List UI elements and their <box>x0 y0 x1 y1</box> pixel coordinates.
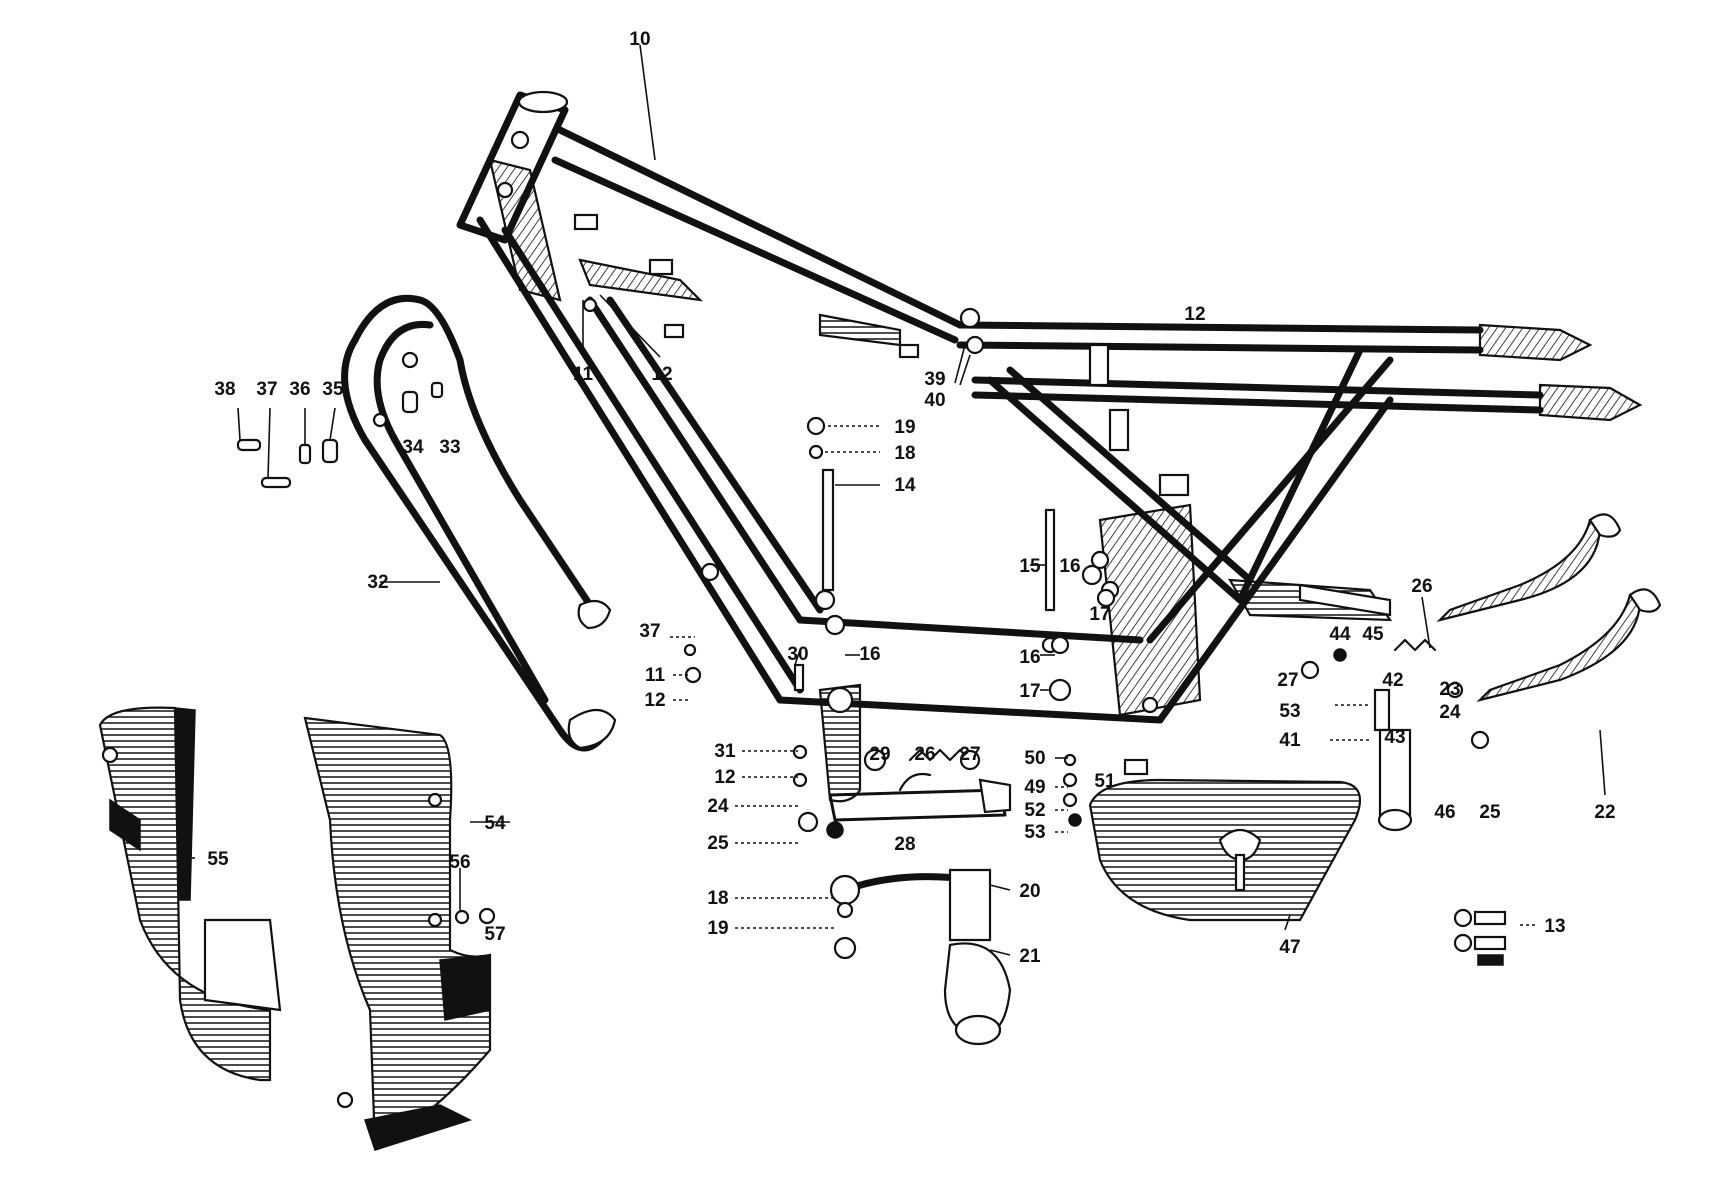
part-number-16-center: 16 <box>859 644 880 665</box>
crash-bar <box>341 294 617 752</box>
part-number-54: 54 <box>484 813 506 834</box>
part-number-27-right: 27 <box>1277 670 1298 691</box>
part-number-12-kick: 12 <box>714 767 735 788</box>
part-number-14: 14 <box>894 475 916 496</box>
part-number-53-right: 53 <box>1279 701 1300 722</box>
part-number-16-right: 16 <box>1059 556 1080 577</box>
part-number-19-top: 19 <box>894 417 915 438</box>
part-number-40: 40 <box>924 390 945 411</box>
part-number-33: 33 <box>439 437 460 458</box>
part-number-13: 13 <box>1544 916 1565 937</box>
part-number-10: 10 <box>629 29 650 50</box>
part-number-17-lower: 17 <box>1019 681 1040 702</box>
fasteners <box>236 381 1507 966</box>
part-number-50: 50 <box>1024 748 1045 769</box>
part-number-21: 21 <box>1019 946 1041 967</box>
main-frame <box>456 90 1643 776</box>
part-number-41: 41 <box>1279 730 1301 751</box>
part-number-11: 11 <box>573 364 594 385</box>
part-number-15: 15 <box>1019 556 1041 577</box>
part-number-57: 57 <box>484 924 505 945</box>
part-number-56: 56 <box>449 852 470 873</box>
part-number-24-left: 24 <box>707 796 729 817</box>
part-number-18-lower: 18 <box>707 888 728 909</box>
part-number-12: 12 <box>651 364 672 385</box>
part-number-44: 44 <box>1329 624 1351 645</box>
part-number-28: 28 <box>894 834 915 855</box>
kickstart-assembly <box>818 683 1012 1046</box>
part-number-30: 30 <box>787 644 808 665</box>
part-number-37-lower: 37 <box>639 621 660 642</box>
part-number-11-lower: 11 <box>645 665 666 686</box>
part-number-22: 22 <box>1594 802 1615 823</box>
part-number-24-right: 24 <box>1439 702 1461 723</box>
part-number-39: 39 <box>924 369 945 390</box>
part-number-31: 31 <box>714 741 736 762</box>
part-number-25-right: 25 <box>1479 802 1501 823</box>
part-number-35: 35 <box>322 379 344 400</box>
part-number-38: 38 <box>214 379 235 400</box>
part-number-42: 42 <box>1382 670 1403 691</box>
part-number-19-lower: 19 <box>707 918 728 939</box>
part-number-18-top: 18 <box>894 443 915 464</box>
part-number-23: 23 <box>1439 679 1460 700</box>
part-number-32: 32 <box>367 572 388 593</box>
part-number-17-right: 17 <box>1089 604 1110 625</box>
part-number-34: 34 <box>402 437 424 458</box>
part-number-49: 49 <box>1024 777 1045 798</box>
part-number-25-left: 25 <box>707 833 729 854</box>
part-number-46: 46 <box>1434 802 1455 823</box>
part-number-52: 52 <box>1024 800 1045 821</box>
part-number-45: 45 <box>1362 624 1384 645</box>
side-cover-left <box>98 706 282 1082</box>
part-number-27-left: 27 <box>959 744 980 765</box>
part-number-labels: 10 11 12 12 39 40 38 37 36 35 34 33 19 1… <box>207 29 1615 967</box>
part-number-26-left: 26 <box>914 744 935 765</box>
part-number-37: 37 <box>256 379 277 400</box>
part-number-43: 43 <box>1384 727 1405 748</box>
leader-lines <box>180 44 1606 956</box>
part-number-36: 36 <box>289 379 310 400</box>
part-number-55: 55 <box>207 849 229 870</box>
part-number-20: 20 <box>1019 881 1040 902</box>
part-number-26-right: 26 <box>1411 576 1432 597</box>
tool-box <box>1088 778 1362 922</box>
part-number-29: 29 <box>869 744 890 765</box>
side-cover-right <box>303 716 492 1151</box>
part-number-53-left: 53 <box>1024 822 1045 843</box>
part-number-51: 51 <box>1094 771 1116 792</box>
part-number-12-lower: 12 <box>644 690 665 711</box>
part-number-47: 47 <box>1279 937 1300 958</box>
part-number-12-top: 12 <box>1184 304 1205 325</box>
rear-hardware <box>1300 513 1662 832</box>
part-number-16-lower: 16 <box>1019 647 1040 668</box>
